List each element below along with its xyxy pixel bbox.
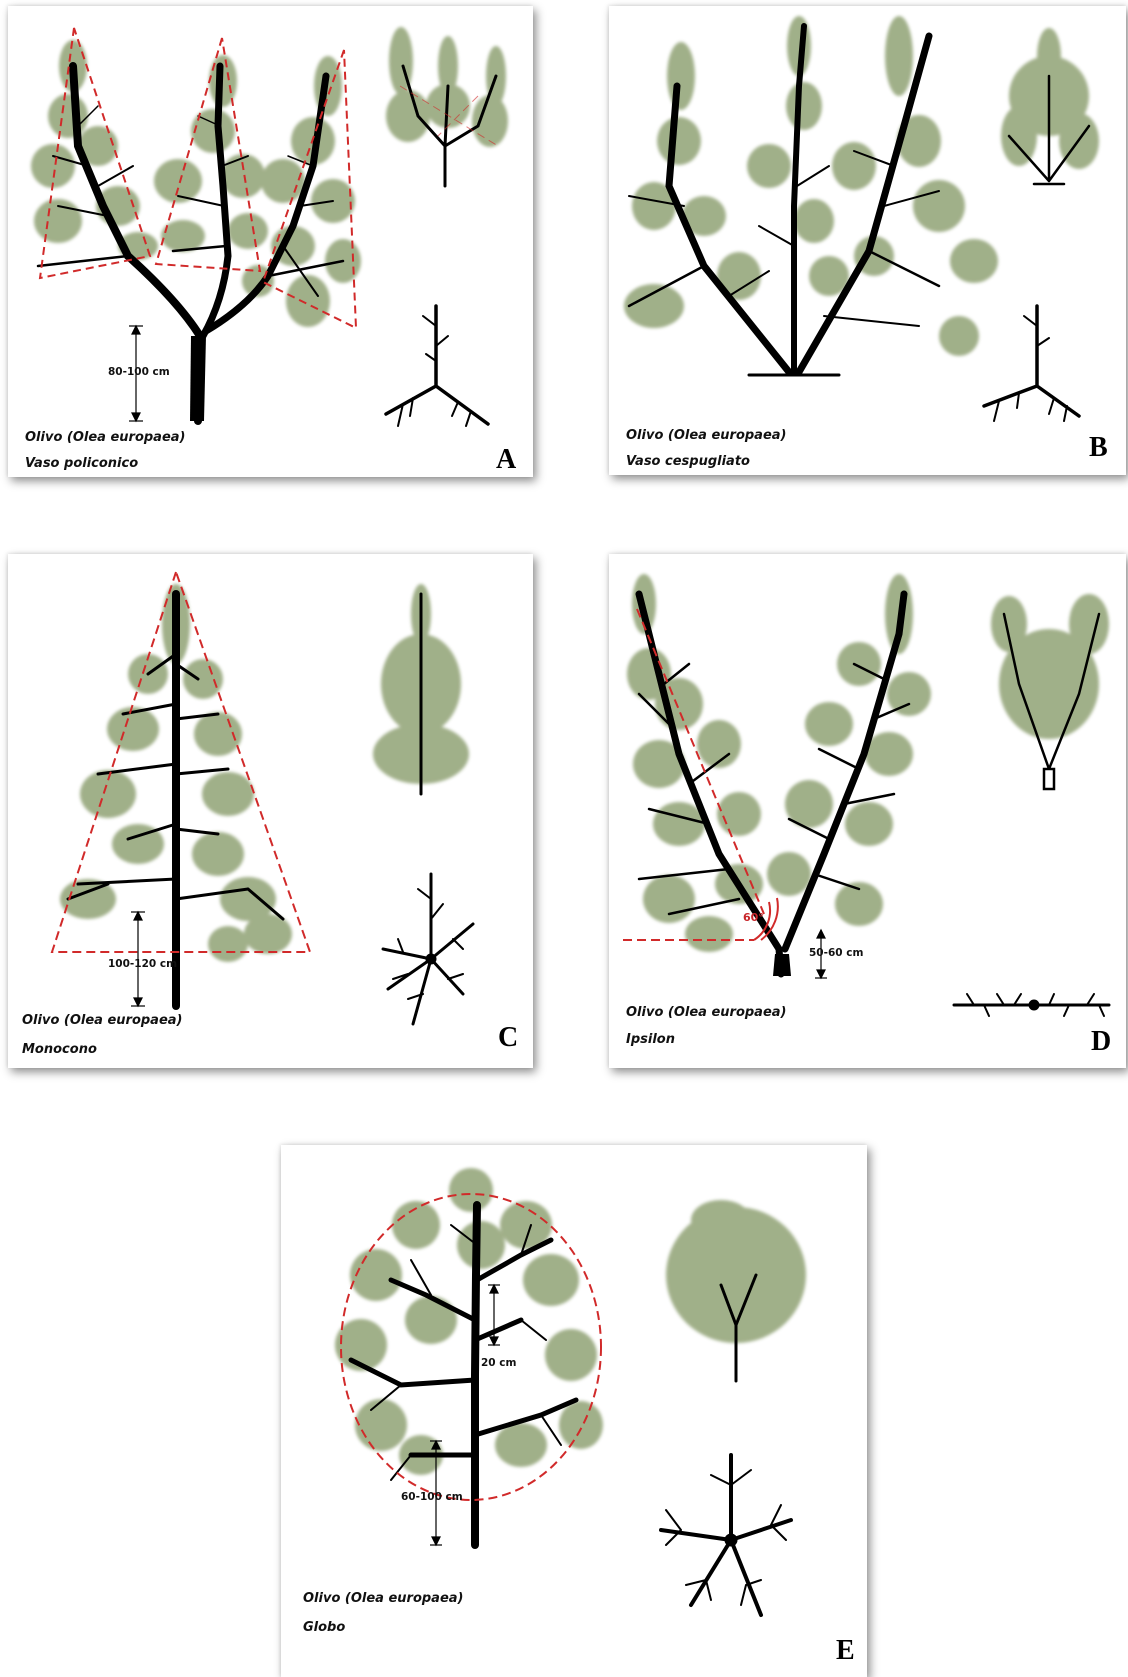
panel-letter: C [498, 1022, 518, 1054]
species-label: Olivo (Olea europaea) [25, 430, 185, 445]
tree-top-view-icon [383, 874, 473, 1024]
dimension-label: 80-100 cm [108, 366, 170, 378]
species-label: Olivo (Olea europaea) [626, 1005, 786, 1020]
tree-top-view-icon [984, 306, 1079, 421]
panel-e: 20 cm 60-100 cm Olivo (Olea europaea) Gl… [281, 1145, 867, 1677]
tree-foliage [31, 27, 508, 327]
panel-b: Olivo (Olea europaea) Vaso cespugliato B [609, 6, 1126, 475]
dimension-label-60-100cm: 60-100 cm [401, 1491, 463, 1503]
form-label: Vaso policonico [25, 456, 138, 471]
panel-letter: E [836, 1635, 855, 1667]
species-label: Olivo (Olea europaea) [22, 1013, 182, 1028]
panel-letter: A [496, 444, 516, 476]
panel-d-drawing [609, 554, 1126, 1068]
panel-d: 60° 50-60 cm Olivo (Olea europaea) Ipsil… [609, 554, 1126, 1068]
panel-a: 80-100 cm Olivo (Olea europaea) Vaso pol… [8, 6, 533, 477]
panel-letter: B [1089, 432, 1108, 464]
species-label: Olivo (Olea europaea) [303, 1591, 463, 1606]
panel-a-drawing [8, 6, 533, 477]
tree-foliage [627, 574, 1109, 952]
panel-b-drawing [609, 6, 1126, 475]
form-label: Globo [303, 1620, 345, 1635]
angle-label: 60° [743, 911, 764, 924]
form-label: Vaso cespugliato [626, 454, 750, 469]
dimension-label: 50-60 cm [809, 947, 863, 959]
species-label: Olivo (Olea europaea) [626, 428, 786, 443]
dimension-label-20cm: 20 cm [481, 1357, 516, 1369]
panel-c: 100-120 cm Olivo (Olea europaea) Monocon… [8, 554, 533, 1068]
tree-top-view-icon [661, 1455, 791, 1615]
dimension-label: 100-120 cm [108, 958, 177, 970]
tree-foliage [624, 16, 1099, 356]
panel-c-drawing [8, 554, 533, 1068]
tree-foliage [60, 584, 469, 962]
tree-top-view-icon [386, 306, 488, 426]
form-label: Monocono [22, 1042, 97, 1057]
panel-letter: D [1091, 1026, 1111, 1058]
form-label: Ipsilon [626, 1032, 675, 1047]
tree-top-view-icon [954, 994, 1109, 1016]
